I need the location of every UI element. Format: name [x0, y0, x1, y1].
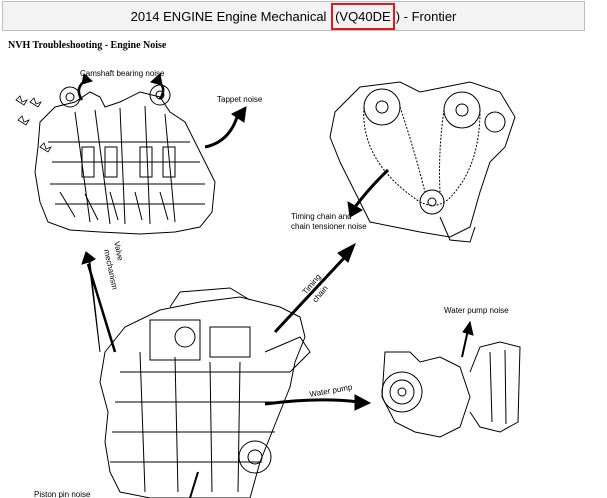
cylinder-head-illustration [15, 84, 216, 235]
valve-mechanism-label-line1: Valve [112, 241, 125, 262]
engine-block-illustration [99, 287, 311, 498]
timing-chain-noise-label-line1: Timing chain and [291, 212, 352, 221]
piston-pin-noise-label: Piston pin noise [34, 490, 91, 498]
timing-chain-noise-label-line2: chain tensioner noise [291, 222, 367, 231]
camshaft-bearing-noise-label: Camshaft bearing noise [80, 69, 165, 78]
noise-arrows [77, 73, 474, 498]
title-prefix: 2014 ENGINE Engine Mechanical [130, 9, 331, 24]
timing-chain-illustration [329, 81, 516, 243]
water-pump-label: Water pump [309, 382, 354, 398]
water-pump-noise-label: Water pump noise [444, 306, 509, 315]
title-highlight: (VQ40DE [331, 3, 395, 30]
tappet-noise-label: Tappet noise [217, 95, 263, 104]
document-title-bar: 2014 ENGINE Engine Mechanical (VQ40DE) -… [2, 1, 585, 31]
water-pump-illustration [381, 341, 521, 438]
document-title: 2014 ENGINE Engine Mechanical (VQ40DE) -… [3, 3, 584, 30]
section-heading: NVH Troubleshooting - Engine Noise [8, 40, 167, 51]
title-suffix: ) - Frontier [395, 9, 457, 24]
engine-noise-diagram: Camshaft bearing noise Tappet noise Timi… [15, 69, 521, 498]
